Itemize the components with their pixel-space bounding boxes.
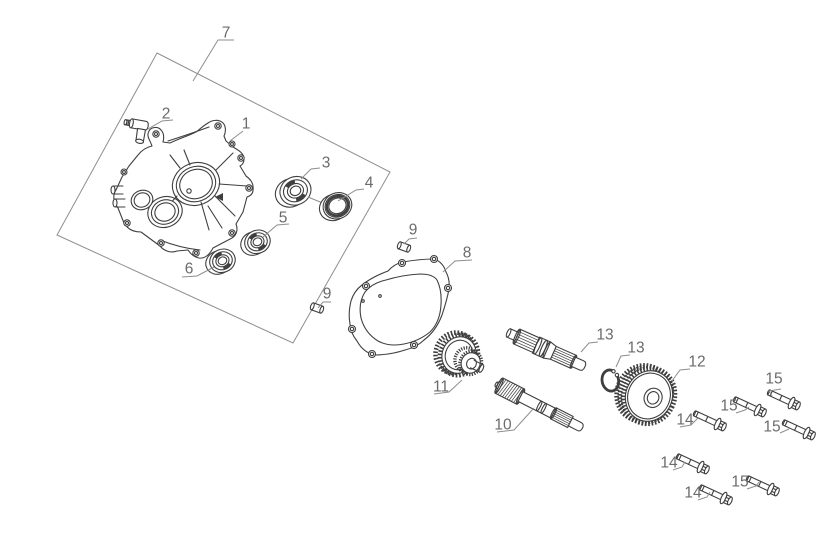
callout-label-13-circlip: 13 (627, 340, 644, 357)
part-3-bearing (274, 175, 312, 208)
part-8-gasket (347, 254, 453, 359)
leader-4 (337, 188, 365, 202)
callout-label-14-2: 14 (660, 455, 678, 472)
leader-8 (442, 259, 473, 273)
callout-label-14-1: 14 (676, 412, 694, 429)
leader-3 (300, 167, 321, 180)
part-14-bolt-3 (696, 480, 735, 508)
leader-10 (496, 407, 535, 433)
leader-14-1 (679, 417, 699, 428)
callout-label-7: 7 (222, 25, 231, 42)
leader-15-3 (779, 428, 790, 434)
part-15-bolt-3 (779, 415, 818, 443)
leader-13-circlip (615, 354, 631, 368)
leader-lines (147, 39, 790, 501)
leader-11 (433, 379, 463, 395)
callout-label-12: 12 (688, 354, 705, 371)
callout-label-10: 10 (494, 417, 512, 434)
callout-label-15-3: 15 (763, 419, 780, 436)
part-13-output-shaft (505, 328, 587, 371)
callout-label-15-2: 15 (720, 398, 737, 415)
leader-1 (229, 130, 244, 142)
callout-label-15-4: 15 (731, 474, 748, 491)
part-2-breather-fitting (123, 118, 149, 144)
callout-label-9-lower: 9 (323, 286, 332, 303)
boundary-box-group7 (56, 52, 391, 344)
callout-label-15-1: 15 (765, 371, 782, 388)
callout-label-3: 3 (322, 155, 331, 172)
part-15-bolt-4 (743, 471, 782, 499)
leader-15-4 (746, 481, 760, 490)
leader-9-upper (403, 237, 418, 245)
callout-label-14-3: 14 (684, 485, 702, 502)
leader-12 (671, 368, 691, 382)
part-12-driven-gear (614, 363, 678, 427)
callout-label-9-upper: 9 (409, 222, 418, 239)
leader-6 (181, 266, 215, 278)
leader-9-lower (317, 301, 331, 309)
callout-label-11: 11 (433, 379, 449, 396)
leader-2 (147, 119, 174, 130)
part-11-gear-cluster (433, 330, 485, 378)
leader-15-1 (768, 388, 782, 397)
part-14-bolt-2 (673, 449, 712, 477)
part-9-dowel-pin-upper (396, 240, 412, 254)
leader-5 (262, 223, 290, 238)
part-10-input-shaft (494, 377, 584, 432)
leader-13-shaft (580, 341, 599, 353)
callout-label-5: 5 (279, 210, 288, 227)
callout-labels: 7 2 1 3 4 5 6 9 8 9 11 10 13 13 12 14 15… (162, 25, 783, 502)
housing-side-bosses (110, 185, 126, 208)
callout-label-13-shaft: 13 (596, 327, 613, 344)
callout-label-2: 2 (162, 106, 171, 123)
part-5-bearing (235, 224, 276, 261)
leader-14-2 (672, 461, 686, 471)
leader-14-3 (697, 491, 711, 501)
housing-bolt-holes (120, 122, 253, 257)
leader-15-2 (735, 406, 750, 414)
callout-label-6: 6 (185, 261, 194, 278)
leader-7 (192, 39, 234, 82)
part-4-oil-seal (318, 192, 353, 222)
part-9-dowel-pin-lower (309, 301, 325, 315)
callout-label-4: 4 (365, 175, 374, 192)
part-15-bolt-1 (764, 385, 803, 413)
part-1-housing-cover (110, 119, 254, 259)
callout-label-1: 1 (242, 116, 251, 133)
callout-label-8: 8 (463, 245, 472, 262)
